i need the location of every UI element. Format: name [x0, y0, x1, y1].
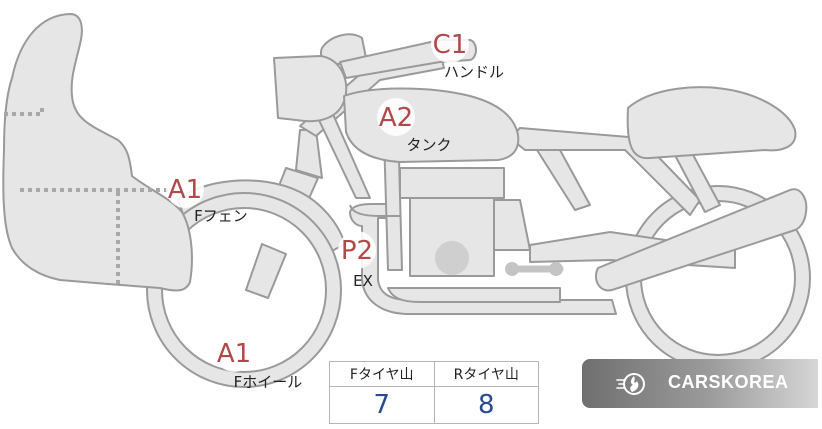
- marker-tank: A2 タンク: [377, 98, 452, 154]
- marker-code: A1: [217, 339, 251, 369]
- front-fairing: [2, 13, 193, 292]
- side-rail: [349, 204, 400, 217]
- brand-badge: CARSKOREA: [582, 359, 818, 408]
- table-value-row: 7 8: [329, 386, 539, 424]
- rear-tread-value: 8: [433, 386, 539, 424]
- marker-label: タンク: [406, 136, 451, 154]
- seat: [626, 86, 797, 160]
- marker-code: A1: [168, 175, 202, 205]
- marker-exhaust: P2 EX: [338, 231, 376, 290]
- front-tread-value: 7: [329, 386, 435, 424]
- front-wheel: [146, 192, 342, 388]
- brand-name: CARSKOREA: [668, 372, 789, 392]
- marker-label: Fホイール: [234, 373, 303, 391]
- marker-handlebar: C1 ハンドル: [431, 25, 504, 81]
- rear-tread-header: Rタイヤ山: [433, 361, 539, 387]
- front-tread-header: Fタイヤ山: [329, 361, 435, 387]
- marker-code: P2: [341, 236, 373, 266]
- marker-front-wheel: A1 Fホイール: [215, 334, 302, 391]
- marker-front-fender: A1 Fフェン: [166, 170, 248, 225]
- flame-icon: [616, 373, 645, 395]
- fork-lower: [245, 243, 287, 299]
- marker-label: EX: [353, 272, 373, 290]
- marker-code: A2: [379, 103, 413, 133]
- engine: [399, 167, 564, 277]
- headlight: [273, 55, 348, 123]
- tire-tread-table: Fタイヤ山 Rタイヤ山 7 8: [329, 361, 539, 424]
- marker-code: C1: [433, 30, 468, 60]
- muffler: [594, 188, 808, 292]
- marker-label: ハンドル: [444, 63, 504, 81]
- marker-label: Fフェン: [194, 207, 248, 225]
- table-header-row: Fタイヤ山 Rタイヤ山: [329, 361, 539, 387]
